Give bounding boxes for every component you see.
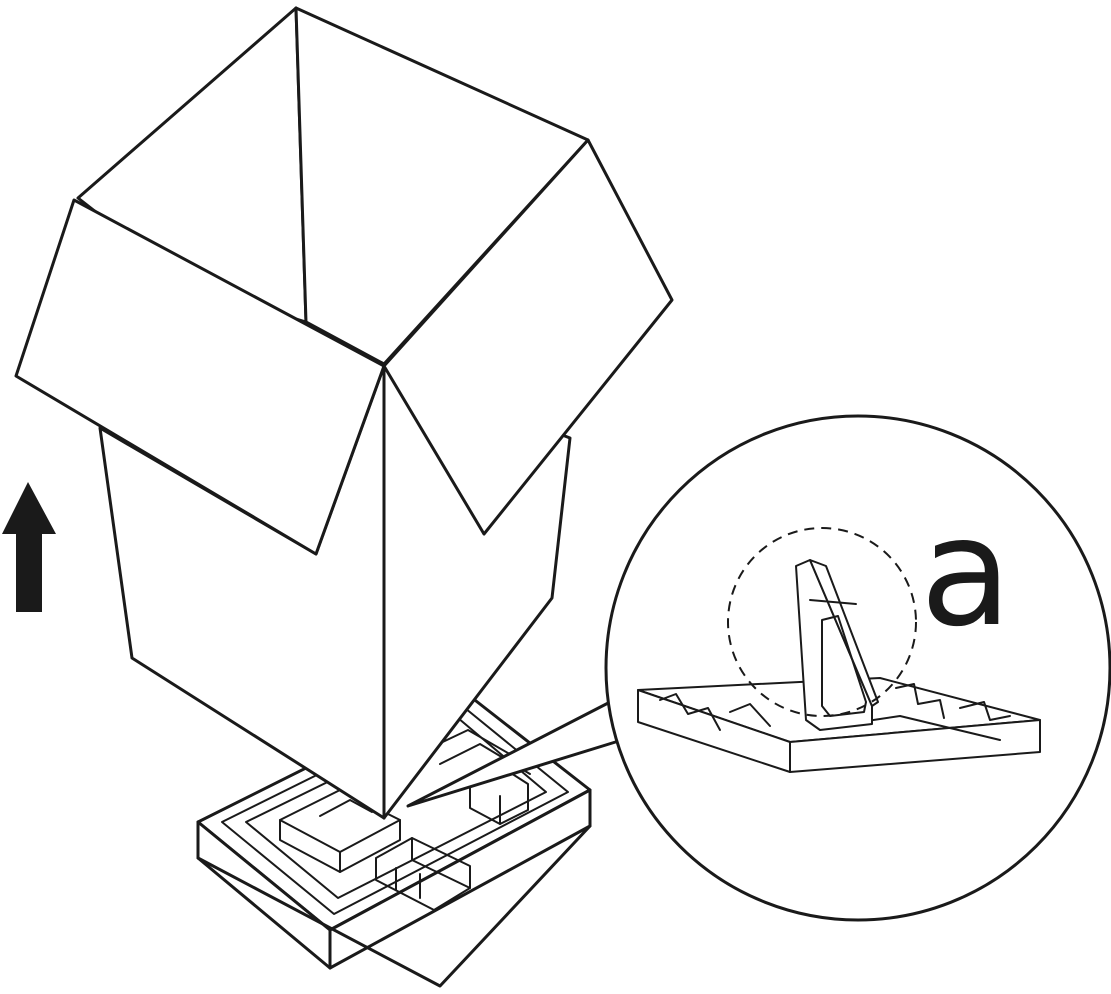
up-arrow-icon — [2, 482, 56, 612]
shipping-box — [14, 6, 674, 820]
highlight-dashed-circle — [727, 527, 917, 717]
packaging-base-tray — [196, 688, 592, 988]
callout-label: a — [920, 486, 1012, 660]
callout-detail-tray — [637, 559, 1041, 773]
